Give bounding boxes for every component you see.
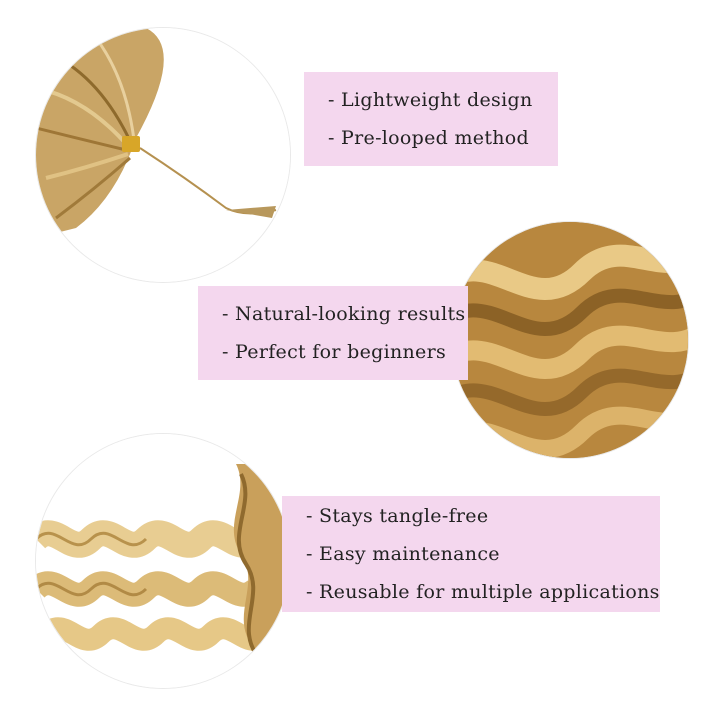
hair-texture-illustration: [452, 222, 688, 458]
features-panel-2: - Natural-looking results - Perfect for …: [198, 286, 468, 380]
wavy-strands-photo: [36, 434, 290, 688]
feature-easy-maintenance: - Easy maintenance: [306, 543, 500, 565]
features-panel-1: - Lightweight design - Pre-looped method: [304, 72, 558, 166]
feature-beginners: - Perfect for beginners: [222, 341, 446, 363]
feature-natural-looking: - Natural-looking results: [222, 303, 466, 325]
gold-clip: [122, 136, 140, 152]
feature-tangle-free: - Stays tangle-free: [306, 505, 489, 527]
pre-looped-hair-photo: [36, 28, 290, 282]
feature-reusable: - Reusable for multiple applications: [306, 581, 660, 603]
hair-texture-photo: [452, 222, 688, 458]
feature-lightweight: - Lightweight design: [328, 89, 533, 111]
pre-looped-hair-illustration: [36, 28, 290, 282]
feature-pre-looped: - Pre-looped method: [328, 127, 529, 149]
features-panel-3: - Stays tangle-free - Easy maintenance -…: [282, 496, 660, 612]
wavy-strands-illustration: [36, 434, 290, 688]
